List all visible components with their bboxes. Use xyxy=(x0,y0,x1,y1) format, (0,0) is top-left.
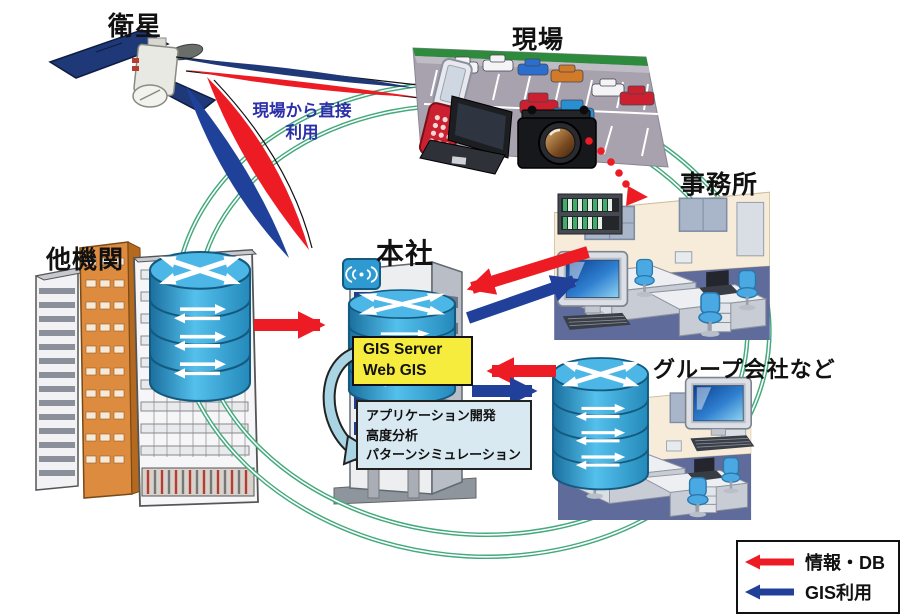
legend-row-gis-use: GIS利用 xyxy=(744,579,892,605)
arrow-office-to-hq xyxy=(466,246,590,295)
headquarters-label: 本社 xyxy=(376,238,435,269)
group-monitor xyxy=(684,376,756,453)
other-orgs-router-stack xyxy=(150,251,250,401)
group-router-stack xyxy=(553,357,648,489)
satellite-illustration xyxy=(48,29,217,113)
satellite-label: 衛星 xyxy=(108,11,163,41)
laptop xyxy=(419,95,513,175)
other-orgs-label: 他機関 xyxy=(46,246,125,274)
antenna-icon xyxy=(342,258,381,290)
arrow-hq-to-office xyxy=(466,275,580,324)
direct-use-caption: 現場から直接 利用 xyxy=(222,100,382,145)
app-box-line2: 高度分析 xyxy=(366,427,419,443)
office-scene-jimusho xyxy=(554,192,770,340)
app-box-line1: アプリケーション開発 xyxy=(366,408,496,423)
info-db-arrow-icon xyxy=(745,554,794,570)
group-companies-label: グループ会社など xyxy=(653,357,836,382)
field-photo xyxy=(412,47,669,175)
office-shelf xyxy=(557,193,623,235)
gis-use-arrow-icon xyxy=(745,584,794,600)
legend-info-db-label: 情報・DB xyxy=(805,552,885,573)
camera xyxy=(517,105,597,169)
gis-server-line: GIS Server xyxy=(363,341,443,358)
web-gis-line: Web GIS xyxy=(363,361,427,379)
office-label: 事務所 xyxy=(680,171,759,199)
app-box-line3: パターンシミュレーション xyxy=(366,447,521,462)
legend: 情報・DB GIS利用 xyxy=(736,540,900,614)
direct-use-line2: 利用 xyxy=(285,124,319,143)
flow-arrows xyxy=(254,246,590,405)
direct-use-line1: 現場から直接 xyxy=(252,102,352,120)
satellite-beams xyxy=(175,56,421,258)
legend-row-info-db: 情報・DB xyxy=(744,549,892,575)
gis-server-box: GIS Server Web GIS xyxy=(352,336,473,386)
dotted-arrow-field-to-office xyxy=(585,137,648,206)
hq-app-box: アプリケーション開発 高度分析 パターンシミュレーション xyxy=(356,400,532,470)
field-label: 現場 xyxy=(512,26,565,54)
legend-gis-use-label: GIS利用 xyxy=(805,583,873,604)
